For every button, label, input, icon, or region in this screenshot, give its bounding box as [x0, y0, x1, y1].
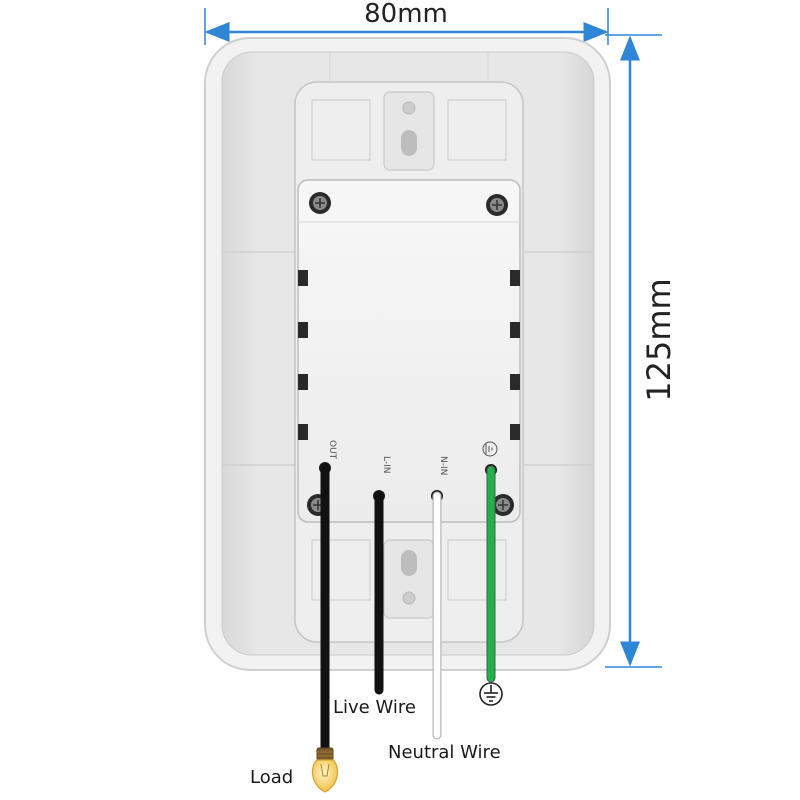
- terminal-label-live-in: L-IN: [381, 456, 391, 474]
- height-label: 125mm: [640, 278, 678, 401]
- wires: [320, 463, 496, 757]
- bracket-window: [311, 539, 371, 601]
- width-dimension: 80mm: [204, 0, 609, 45]
- slot-top: [401, 130, 417, 156]
- vent-right: [510, 424, 520, 440]
- vent-left: [298, 424, 308, 440]
- vent-left: [298, 374, 308, 390]
- slot-bottom: [401, 550, 417, 576]
- vent-left: [298, 270, 308, 286]
- screw-bottom-right: [492, 494, 514, 516]
- vent-right: [510, 270, 520, 286]
- bracket-window: [311, 99, 371, 161]
- module-body: [297, 179, 521, 523]
- ground-symbol-icon: [479, 682, 503, 706]
- load-label: Load: [250, 767, 293, 788]
- bracket-window: [447, 99, 507, 161]
- neutral-wire-label: Neutral Wire: [388, 742, 501, 763]
- switch-module-box: OUT L-IN N-IN: [297, 179, 521, 523]
- hole-top: [402, 101, 416, 115]
- screw-top-right: [486, 194, 508, 216]
- hole-bottom: [402, 591, 416, 605]
- height-dimension: 125mm: [605, 34, 678, 668]
- vent-right: [510, 374, 520, 390]
- screw-top-left: [309, 192, 331, 214]
- vent-right: [510, 322, 520, 338]
- live-wire-label: Live Wire: [333, 697, 416, 718]
- ground-terminal-icon: [482, 441, 498, 457]
- terminal-label-neutral-in: N-IN: [438, 456, 448, 475]
- terminal-label-out: OUT: [327, 440, 337, 460]
- vent-left: [298, 322, 308, 338]
- bracket-window: [447, 539, 507, 601]
- width-label: 80mm: [364, 0, 448, 29]
- light-bulb-icon: [311, 747, 339, 793]
